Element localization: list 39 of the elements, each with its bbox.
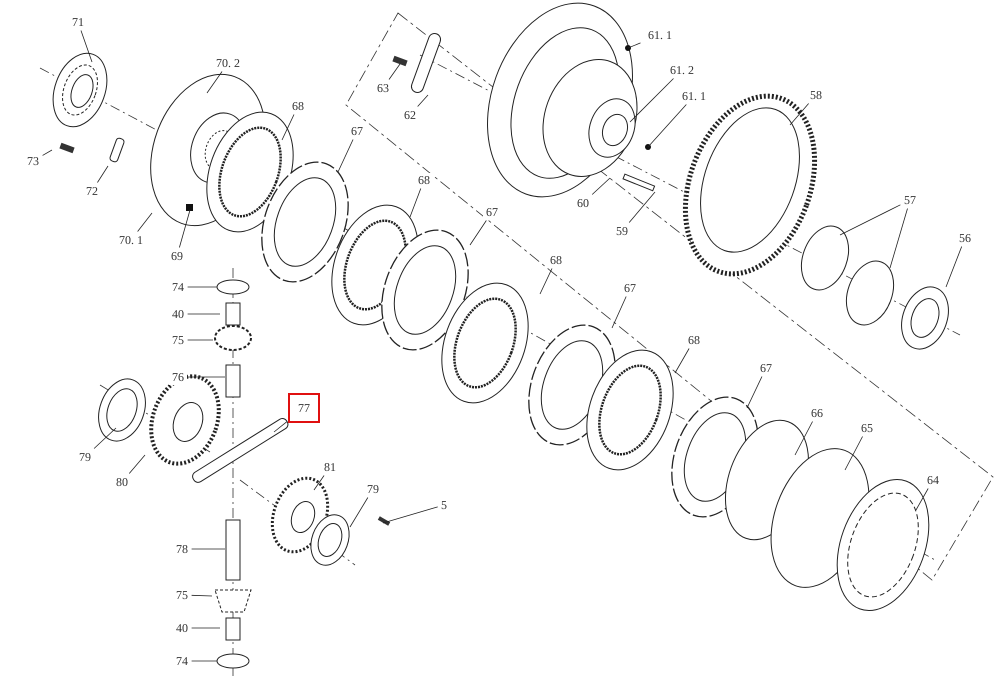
leader-line	[97, 166, 108, 183]
leader-line	[674, 348, 690, 374]
leader-line	[890, 208, 908, 268]
leader-line	[628, 192, 656, 223]
leader-line	[946, 246, 962, 288]
leader-line	[612, 296, 627, 328]
leader-line	[206, 71, 222, 94]
leader-line	[191, 548, 226, 550]
leader-line	[648, 104, 687, 148]
leader-line	[417, 94, 428, 107]
leader-line	[338, 139, 354, 172]
leader-line	[470, 220, 487, 246]
leader-line	[80, 30, 92, 62]
leader-line	[187, 286, 218, 288]
leader-line	[382, 506, 438, 524]
leader-line	[137, 212, 152, 232]
leader-line	[410, 188, 422, 218]
leader-line	[592, 178, 610, 195]
leader-line	[314, 475, 324, 490]
leader-line	[844, 436, 863, 470]
leader-line	[274, 421, 288, 432]
leader-line	[42, 150, 52, 156]
leader-line	[630, 78, 674, 122]
leader-line	[540, 268, 552, 294]
leader-line	[282, 114, 294, 140]
leader-line	[916, 488, 929, 510]
leader-line	[191, 660, 218, 662]
leader-line	[128, 454, 146, 474]
leader-line	[191, 594, 212, 596]
leader-line	[794, 421, 813, 456]
leader-line	[187, 376, 226, 378]
leader-line	[388, 64, 400, 80]
callout-number: 77	[288, 393, 320, 423]
leader-line	[628, 42, 641, 48]
leader-line	[350, 497, 368, 528]
leader-line	[179, 210, 190, 248]
leader-line	[94, 428, 116, 449]
leader-line	[746, 376, 762, 408]
leader-line	[840, 204, 901, 236]
